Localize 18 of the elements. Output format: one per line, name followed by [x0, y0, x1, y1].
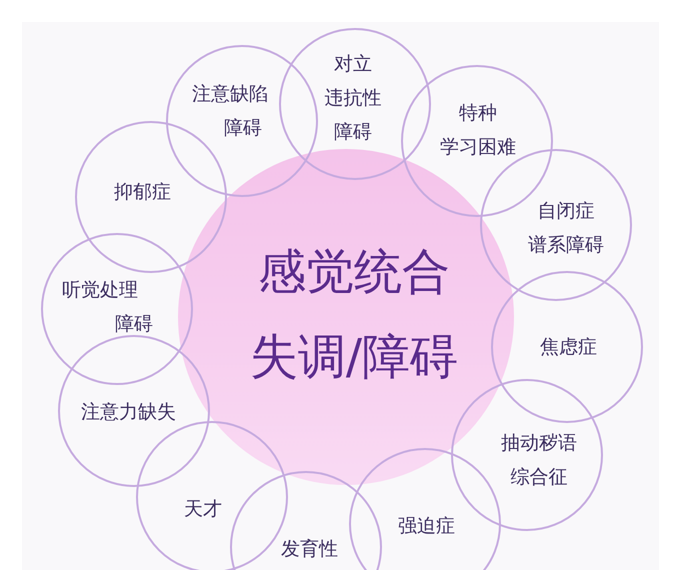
circle — [279, 28, 431, 180]
circle-label: 强迫症 — [398, 514, 455, 539]
circle-label: 对立违抗性障碍 — [324, 52, 382, 145]
circle — [491, 271, 643, 423]
circle-label: 抽动秽语综合征 — [500, 431, 578, 490]
circle — [349, 448, 501, 570]
circle-label: 听觉处理障碍 — [62, 278, 154, 337]
center-title: 感觉统合失调/障碍 — [248, 243, 460, 387]
circle-label: 天才 — [184, 497, 222, 522]
circle-label: 特种学习困难 — [439, 101, 517, 160]
circle-label: 发育性 — [281, 537, 338, 562]
circle — [58, 335, 210, 487]
circle-label: 抑郁症 — [114, 180, 171, 205]
circle-label: 自闭症谱系障碍 — [527, 199, 605, 258]
circle-label: 注意缺陷障碍 — [192, 82, 269, 141]
circle — [41, 233, 193, 385]
circle-label: 注意力缺失 — [81, 400, 176, 425]
circle-label: 焦虑症 — [540, 335, 597, 360]
